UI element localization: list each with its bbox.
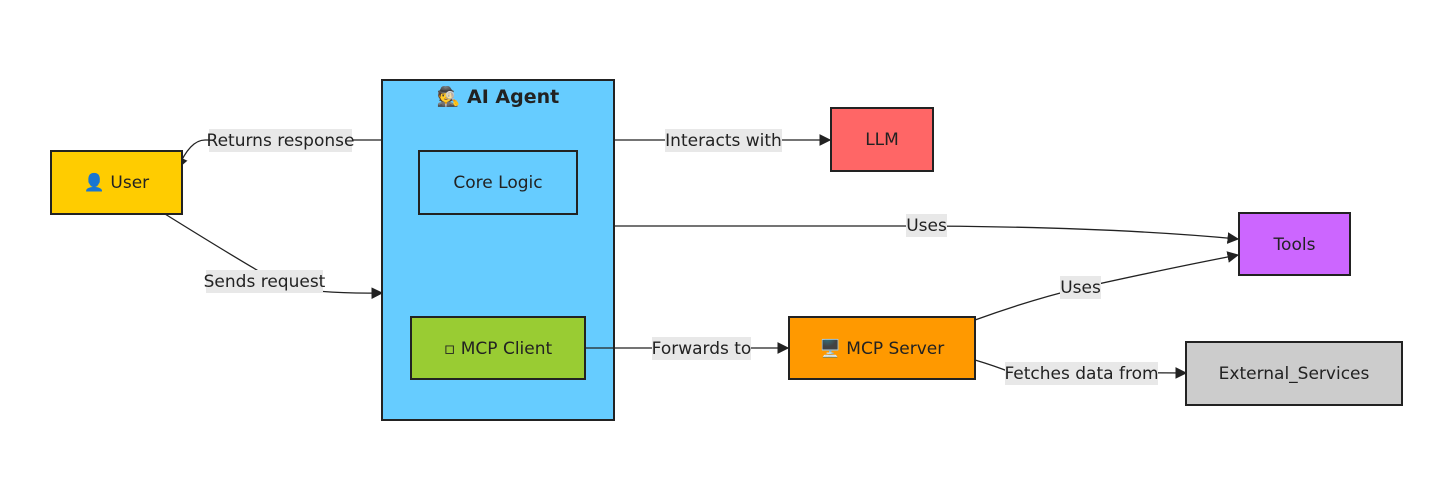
edge-label-sends-request: Sends request [204, 270, 326, 293]
edge-label-agent-uses: Uses [906, 214, 947, 237]
node-external-services: External_Services [1185, 341, 1403, 406]
edge-label-interacts-with-text: Interacts with [665, 131, 782, 151]
node-user: 👤 User [50, 150, 183, 215]
node-tools: Tools [1238, 212, 1351, 276]
node-user-box [50, 150, 183, 215]
node-core-logic-box [418, 150, 578, 215]
node-tools-box [1238, 212, 1351, 276]
node-external-services-label: External_Services [1219, 364, 1370, 384]
edge-label-agent-uses-text: Uses [906, 216, 947, 236]
edge-label-forwards-to: Forwards to [652, 337, 752, 360]
node-user-label: 👤 User [84, 172, 149, 193]
node-core-logic: Core Logic [418, 150, 578, 215]
node-mcp-client-box [410, 316, 586, 380]
node-mcp-client-label: ▫ MCP Client [444, 339, 553, 359]
node-llm-box [830, 107, 934, 172]
edge-label-server-uses-text: Uses [1060, 278, 1101, 298]
edge-labels: Returns response Sends request Interacts… [204, 129, 1159, 385]
node-core-logic-label: Core Logic [453, 173, 542, 193]
node-mcp-server-label: 🖥️ MCP Server [820, 338, 945, 359]
edge-server-uses-tools [974, 251, 1240, 321]
node-mcp-server-box [788, 316, 976, 380]
edge-label-forwards-to-text: Forwards to [652, 339, 752, 359]
edge-label-interacts-with: Interacts with [665, 129, 782, 152]
edge-label-fetches-data-from-text: Fetches data from [1004, 364, 1158, 384]
node-external-services-box [1185, 341, 1403, 406]
edge-label-fetches-data-from: Fetches data from [1004, 362, 1159, 385]
edge-label-returns-response: Returns response [207, 129, 355, 152]
node-mcp-server: 🖥️ MCP Server [788, 316, 976, 380]
ai-agent-group-title: 🕵️ AI Agent [437, 85, 559, 108]
edge-label-returns-response-text: Returns response [207, 131, 355, 151]
node-tools-label: Tools [1273, 235, 1316, 255]
node-mcp-client: ▫ MCP Client [410, 316, 586, 380]
edge-label-sends-request-text: Sends request [204, 272, 326, 292]
node-llm-label: LLM [865, 130, 899, 150]
node-llm: LLM [830, 107, 934, 172]
edge-label-server-uses: Uses [1060, 276, 1101, 299]
